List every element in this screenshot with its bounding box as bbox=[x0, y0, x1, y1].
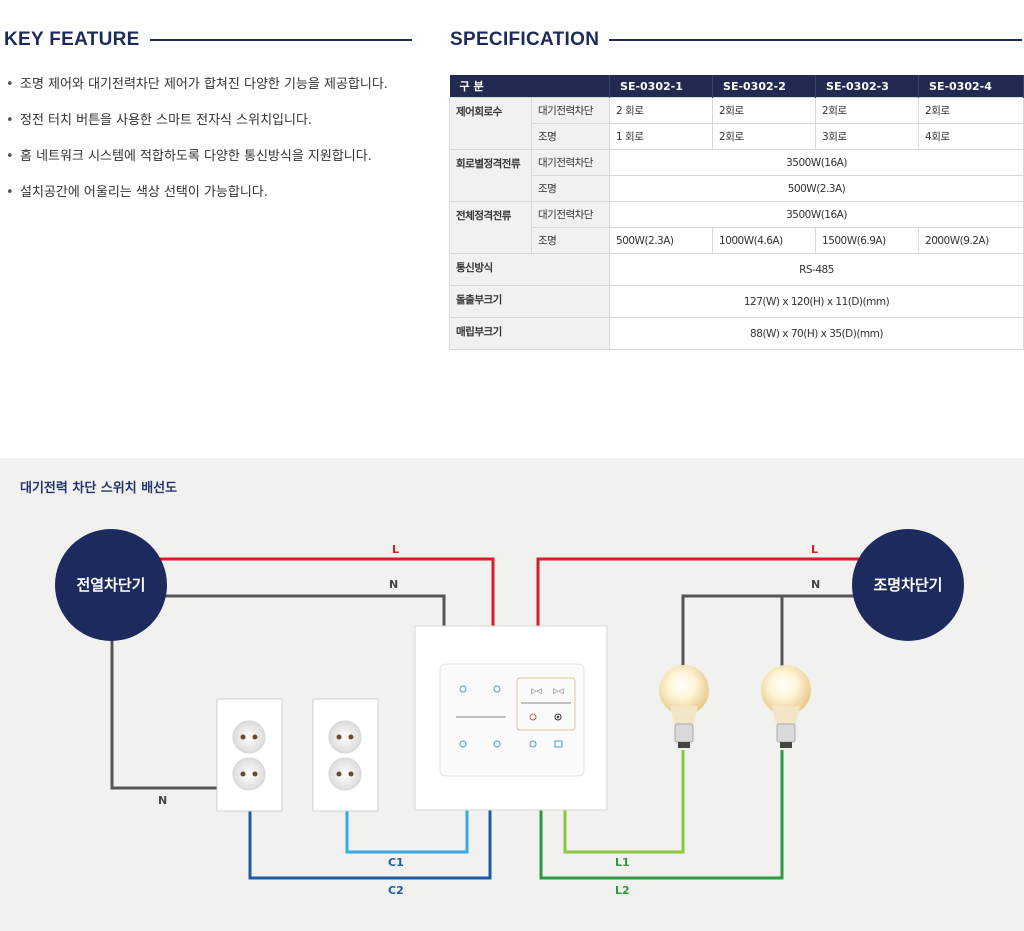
wire-label-l-right: L bbox=[811, 543, 818, 556]
table-row: 매립부크기 88(W) x 70(H) x 35(D)(mm) bbox=[448, 317, 1024, 350]
wire-label-l1: L1 bbox=[615, 856, 630, 869]
key-feature-title: KEY FEATURE bbox=[4, 29, 140, 50]
specification-header: SPECIFICATION bbox=[450, 28, 1022, 52]
table-row: 조명 1 회로 2회로 3회로 4회로 bbox=[450, 123, 1024, 150]
row-group-label: 제어회로수 bbox=[449, 97, 532, 150]
svg-text:▷◁: ▷◁ bbox=[531, 687, 542, 695]
table-cell: 1 회로 bbox=[609, 123, 714, 150]
table-cell: 2 회로 bbox=[609, 97, 714, 124]
col-header: SE-0302-1 bbox=[609, 75, 714, 98]
row-group-label: 통신방식 bbox=[448, 253, 611, 286]
wire-neutral-right bbox=[681, 594, 862, 683]
table-cell: 4회로 bbox=[918, 123, 1024, 150]
wire-l1 bbox=[563, 750, 685, 854]
col-header: SE-0302-4 bbox=[918, 75, 1024, 98]
wire-neutral-bottom bbox=[110, 633, 217, 790]
row-sub-label: 조명 bbox=[530, 175, 611, 202]
table-cell: 3500W(16A) bbox=[609, 201, 1024, 228]
bulb-icon bbox=[761, 665, 811, 748]
table-row: 회로별정격전류 대기전력차단 3500W(16A) bbox=[449, 149, 1024, 202]
wiring-diagram: 대기전력 차단 스위치 배선도 L N L bbox=[0, 458, 1024, 931]
socket-icon bbox=[216, 698, 283, 812]
wire-label-l2: L2 bbox=[615, 884, 630, 897]
list-item: •홈 네트워크 시스템에 적합하도록 다양한 통신방식을 지원합니다. bbox=[6, 149, 372, 164]
bulb-icon bbox=[659, 665, 709, 748]
row-sub-label: 대기전력차단 bbox=[530, 149, 611, 176]
left-breaker-label: 전열차단기 bbox=[76, 576, 145, 594]
list-item: •설치공간에 어울리는 색상 선택이 가능합니다. bbox=[6, 185, 268, 200]
wire-c1 bbox=[345, 808, 469, 854]
wire-label-c1: C1 bbox=[388, 856, 404, 869]
table-row: 통신방식 RS-485 bbox=[448, 253, 1024, 286]
wire-c2 bbox=[248, 808, 492, 880]
table-row: 제어회로수 대기전력차단 2 회로 2회로 2회로 2회로 bbox=[449, 97, 1024, 150]
table-cell: 3회로 bbox=[815, 123, 920, 150]
table-cell: 2회로 bbox=[712, 97, 817, 124]
row-group-label: 전체정격전류 bbox=[449, 201, 532, 254]
specification-title: SPECIFICATION bbox=[450, 29, 600, 50]
table-cell: RS-485 bbox=[609, 253, 1024, 286]
list-item: •조명 제어와 대기전력차단 제어가 합쳐진 다양한 기능을 제공합니다. bbox=[6, 77, 388, 92]
table-cell: 3500W(16A) bbox=[609, 149, 1024, 176]
switch-panel-icon: ▷◁ ▷◁ bbox=[414, 625, 608, 811]
wire-neutral-left bbox=[160, 594, 446, 626]
wire-live-left bbox=[160, 557, 495, 626]
row-group-label: 회로별정격전류 bbox=[449, 149, 532, 202]
wiring-diagram-svg: L N L N N C1 C2 L1 L2 전열차단기 조명차단기 bbox=[55, 529, 964, 897]
table-row: 조명 500W(2.3A) 1000W(4.6A) 1500W(6.9A) 20… bbox=[450, 227, 1024, 254]
table-cell: 88(W) x 70(H) x 35(D)(mm) bbox=[609, 317, 1024, 350]
header-divider bbox=[609, 39, 1022, 41]
col-header: 구 분 bbox=[449, 75, 611, 98]
row-sub-label: 조명 bbox=[530, 123, 611, 150]
table-row: 돌출부크기 127(W) x 120(H) x 11(D)(mm) bbox=[448, 285, 1024, 318]
list-item: •정전 터치 버튼을 사용한 스마트 전자식 스위치입니다. bbox=[6, 113, 313, 128]
header-divider bbox=[149, 39, 412, 41]
wire-label-n-right: N bbox=[811, 578, 820, 591]
table-cell: 2000W(9.2A) bbox=[918, 227, 1024, 254]
table-cell: 1500W(6.9A) bbox=[815, 227, 920, 254]
table-cell: 1000W(4.6A) bbox=[712, 227, 817, 254]
col-header: SE-0302-3 bbox=[815, 75, 920, 98]
table-cell: 127(W) x 120(H) x 11(D)(mm) bbox=[609, 285, 1024, 318]
right-breaker: 조명차단기 bbox=[852, 529, 964, 641]
table-row: 조명 500W(2.3A) bbox=[450, 175, 1024, 202]
row-sub-label: 대기전력차단 bbox=[530, 201, 611, 228]
wire-live-right bbox=[536, 557, 862, 626]
table-cell: 500W(2.3A) bbox=[609, 227, 714, 254]
table-cell: 500W(2.3A) bbox=[609, 175, 1024, 202]
table-cell: 2회로 bbox=[918, 97, 1024, 124]
socket-icon bbox=[312, 698, 379, 812]
row-group-label: 매립부크기 bbox=[448, 317, 611, 350]
wire-label-c2: C2 bbox=[388, 884, 404, 897]
key-feature-header: KEY FEATURE bbox=[4, 28, 412, 52]
table-cell: 2회로 bbox=[712, 123, 817, 150]
row-sub-label: 대기전력차단 bbox=[530, 97, 611, 124]
table-cell: 2회로 bbox=[815, 97, 920, 124]
diagram-title: 대기전력 차단 스위치 배선도 bbox=[20, 481, 178, 496]
key-feature-list: •조명 제어와 대기전력차단 제어가 합쳐진 다양한 기능을 제공합니다. •정… bbox=[6, 75, 388, 219]
col-header: SE-0302-2 bbox=[712, 75, 817, 98]
wire-label-n-bottom: N bbox=[158, 794, 167, 807]
left-breaker: 전열차단기 bbox=[55, 529, 167, 641]
table-header-row: 구 분 SE-0302-1 SE-0302-2 SE-0302-3 SE-030… bbox=[449, 75, 1024, 98]
wire-label-n-left: N bbox=[389, 578, 398, 591]
table-row: 전체정격전류 대기전력차단 3500W(16A) bbox=[449, 201, 1024, 254]
wire-label-l-left: L bbox=[392, 543, 399, 556]
spec-table: 구 분 SE-0302-1 SE-0302-2 SE-0302-3 SE-030… bbox=[448, 75, 1024, 350]
right-breaker-label: 조명차단기 bbox=[873, 576, 942, 594]
row-group-label: 돌출부크기 bbox=[448, 285, 611, 318]
svg-text:▷◁: ▷◁ bbox=[553, 687, 564, 695]
row-sub-label: 조명 bbox=[530, 227, 611, 254]
wire-l2 bbox=[539, 750, 784, 880]
